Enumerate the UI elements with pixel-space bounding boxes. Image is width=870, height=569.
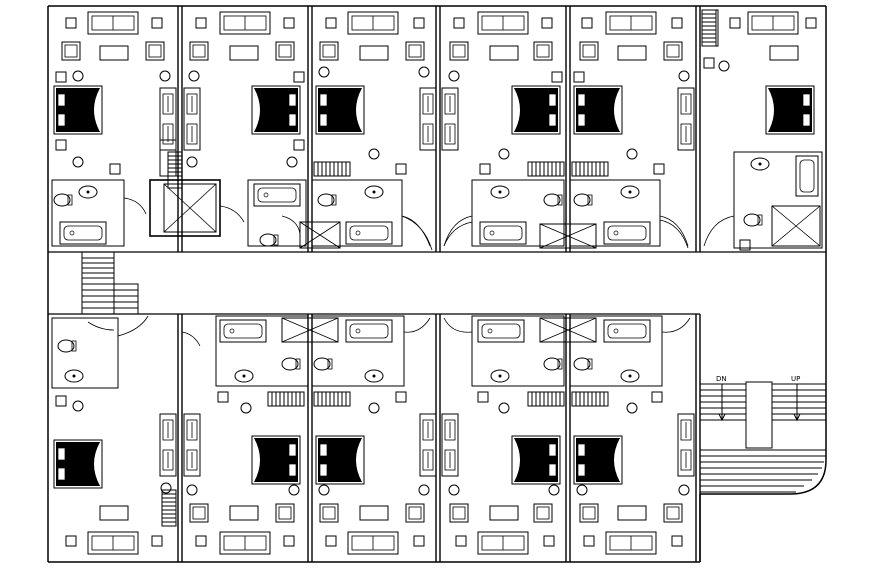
- stair-left: [81, 251, 139, 315]
- corridor-doors-top: [401, 215, 689, 251]
- shaft-top-center: [539, 223, 597, 249]
- room-bottom-5: [569, 315, 695, 555]
- corridor: [48, 251, 826, 315]
- shaft-bottom-left: [281, 317, 339, 343]
- room-top-6: [701, 9, 823, 251]
- room-top-3: [299, 11, 437, 249]
- room-bottom-3: [311, 315, 437, 555]
- stair-down-label: DN: [716, 375, 727, 383]
- stair-up-label: UP: [791, 375, 800, 383]
- lift-shaft-top: [149, 179, 245, 237]
- room-top-5: [569, 11, 695, 247]
- stair-right: [700, 381, 826, 493]
- room-top-1: [51, 11, 183, 247]
- room-top-4: [441, 11, 565, 247]
- room-top-2: [183, 11, 307, 247]
- building-outline: [47, 5, 827, 563]
- shaft-bottom-right: [539, 317, 597, 343]
- room-bottom-2: [181, 315, 309, 555]
- room-bottom-1: [51, 315, 177, 555]
- room-bottom-4: [441, 315, 565, 555]
